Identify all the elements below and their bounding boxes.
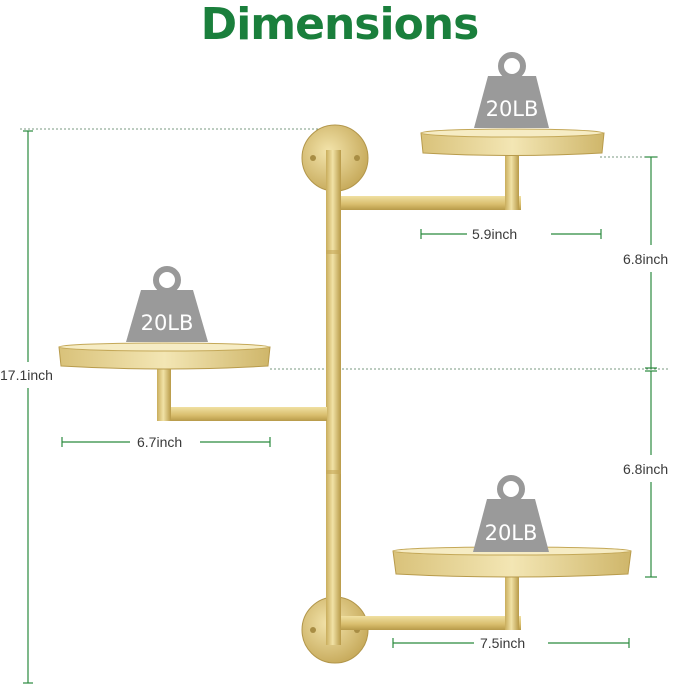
left-weight-label: 20LB (140, 311, 194, 335)
top-weight-label: 20LB (485, 97, 539, 121)
left-arm-dimension-line (61, 437, 271, 447)
total-height-dimension-line (23, 130, 33, 684)
top-arm (341, 150, 521, 210)
top-arm-dimension-line (420, 229, 602, 239)
lower-spacing-label: 6.8inch (623, 461, 669, 477)
bottom-arm-label: 7.5inch (480, 635, 526, 651)
page-title: Dimensions (200, 0, 480, 50)
top-weight-icon (474, 52, 549, 128)
left-arm (157, 362, 327, 421)
main-vertical-rod (326, 150, 341, 645)
bottom-arm (341, 572, 521, 630)
bottom-weight-icon (473, 475, 549, 552)
left-weight-icon (126, 266, 208, 342)
total-height-label: 17.1inch (0, 367, 53, 383)
top-shelf-plate (420, 128, 605, 156)
top-arm-label: 5.9inch (472, 226, 518, 242)
bottom-weight-label: 20LB (484, 521, 538, 545)
lower-spacing-dimension-line (645, 370, 657, 578)
upper-spacing-label: 6.8inch (623, 251, 669, 267)
left-shelf-plate (58, 342, 271, 370)
left-arm-label: 6.7inch (137, 434, 183, 450)
bottom-arm-dimension-line (392, 638, 630, 648)
upper-spacing-dimension-line (645, 156, 657, 369)
